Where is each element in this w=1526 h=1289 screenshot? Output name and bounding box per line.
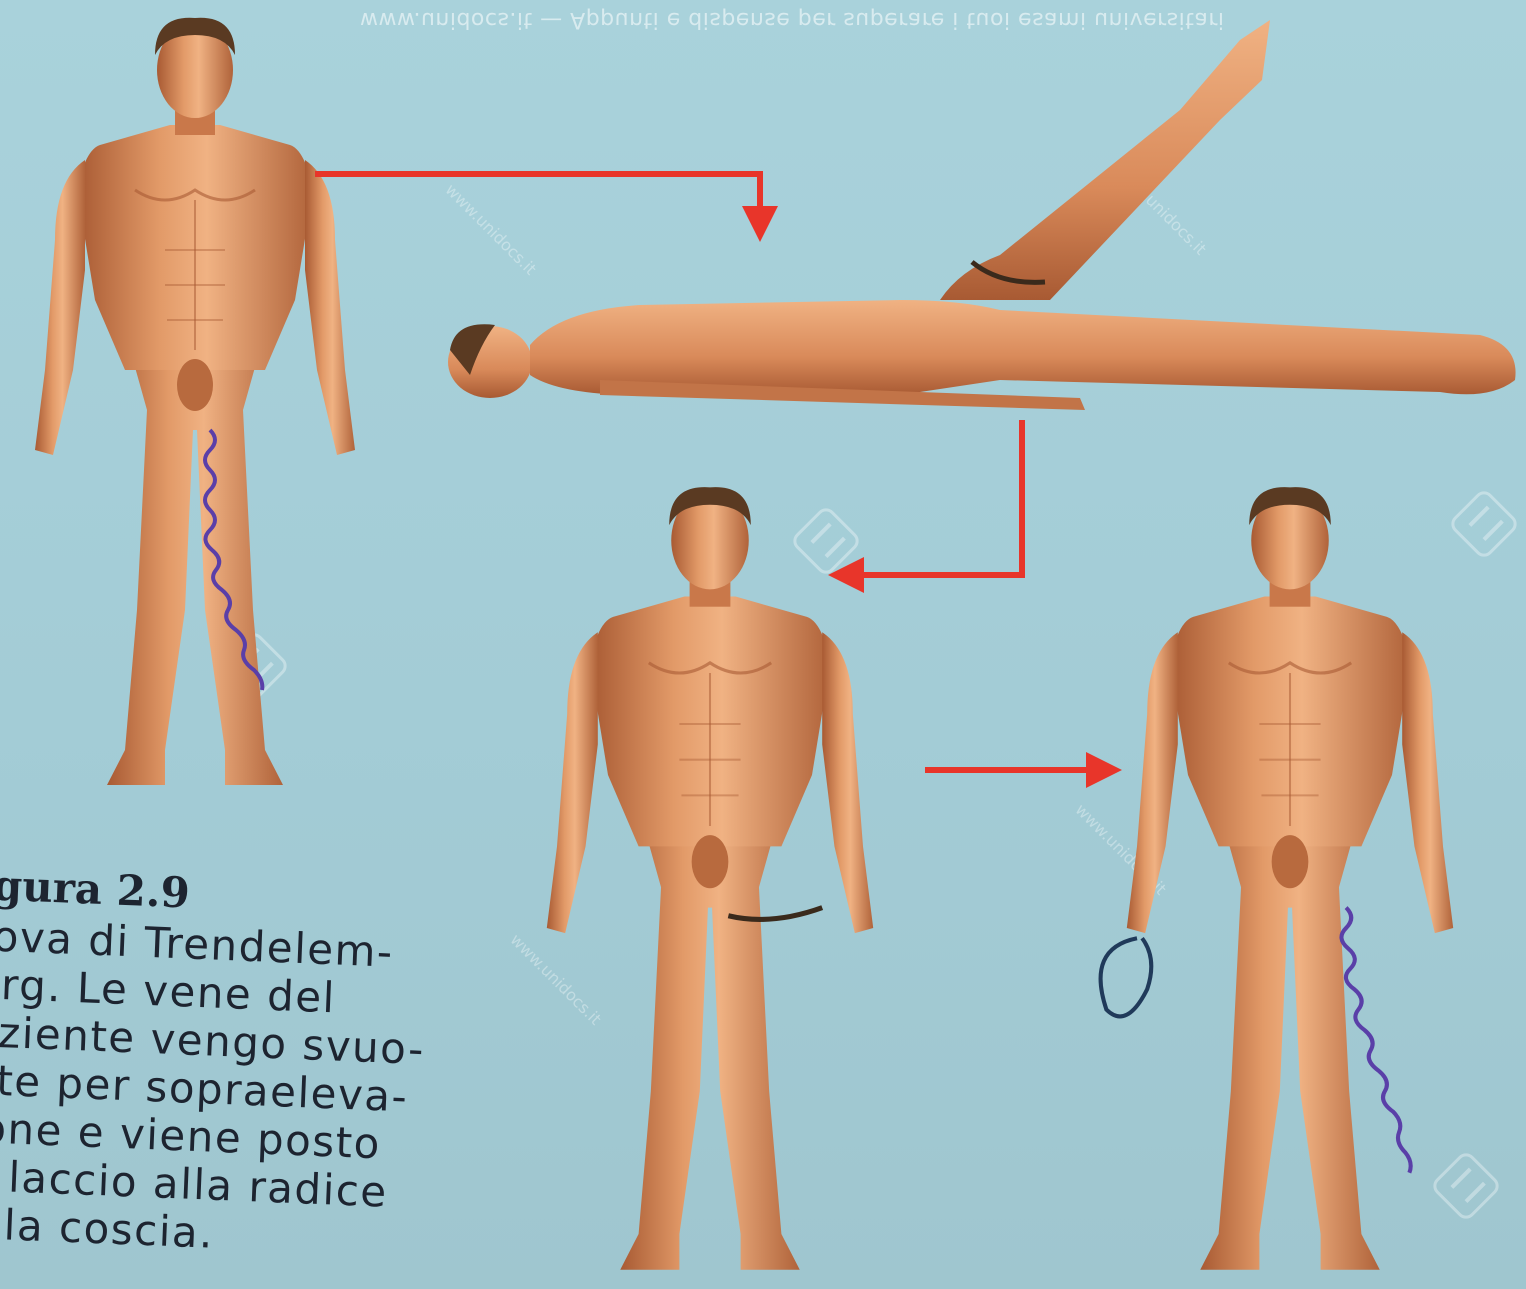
figure-lying-leg-raised xyxy=(448,20,1516,410)
figure-standing-tourniquet xyxy=(547,487,873,1270)
held-tourniquet-loop xyxy=(1101,938,1152,1016)
figure-standing-varicose xyxy=(35,18,355,785)
figure-standing-refill xyxy=(1101,487,1454,1270)
arrow-1-to-2 xyxy=(315,174,760,230)
figure-caption: igura 2.9 rova di Trendelem- urg. Le ven… xyxy=(0,860,538,1270)
arrow-2-to-3 xyxy=(840,420,1022,575)
caption-body: rova di Trendelem- urg. Le vene del azie… xyxy=(0,912,535,1270)
